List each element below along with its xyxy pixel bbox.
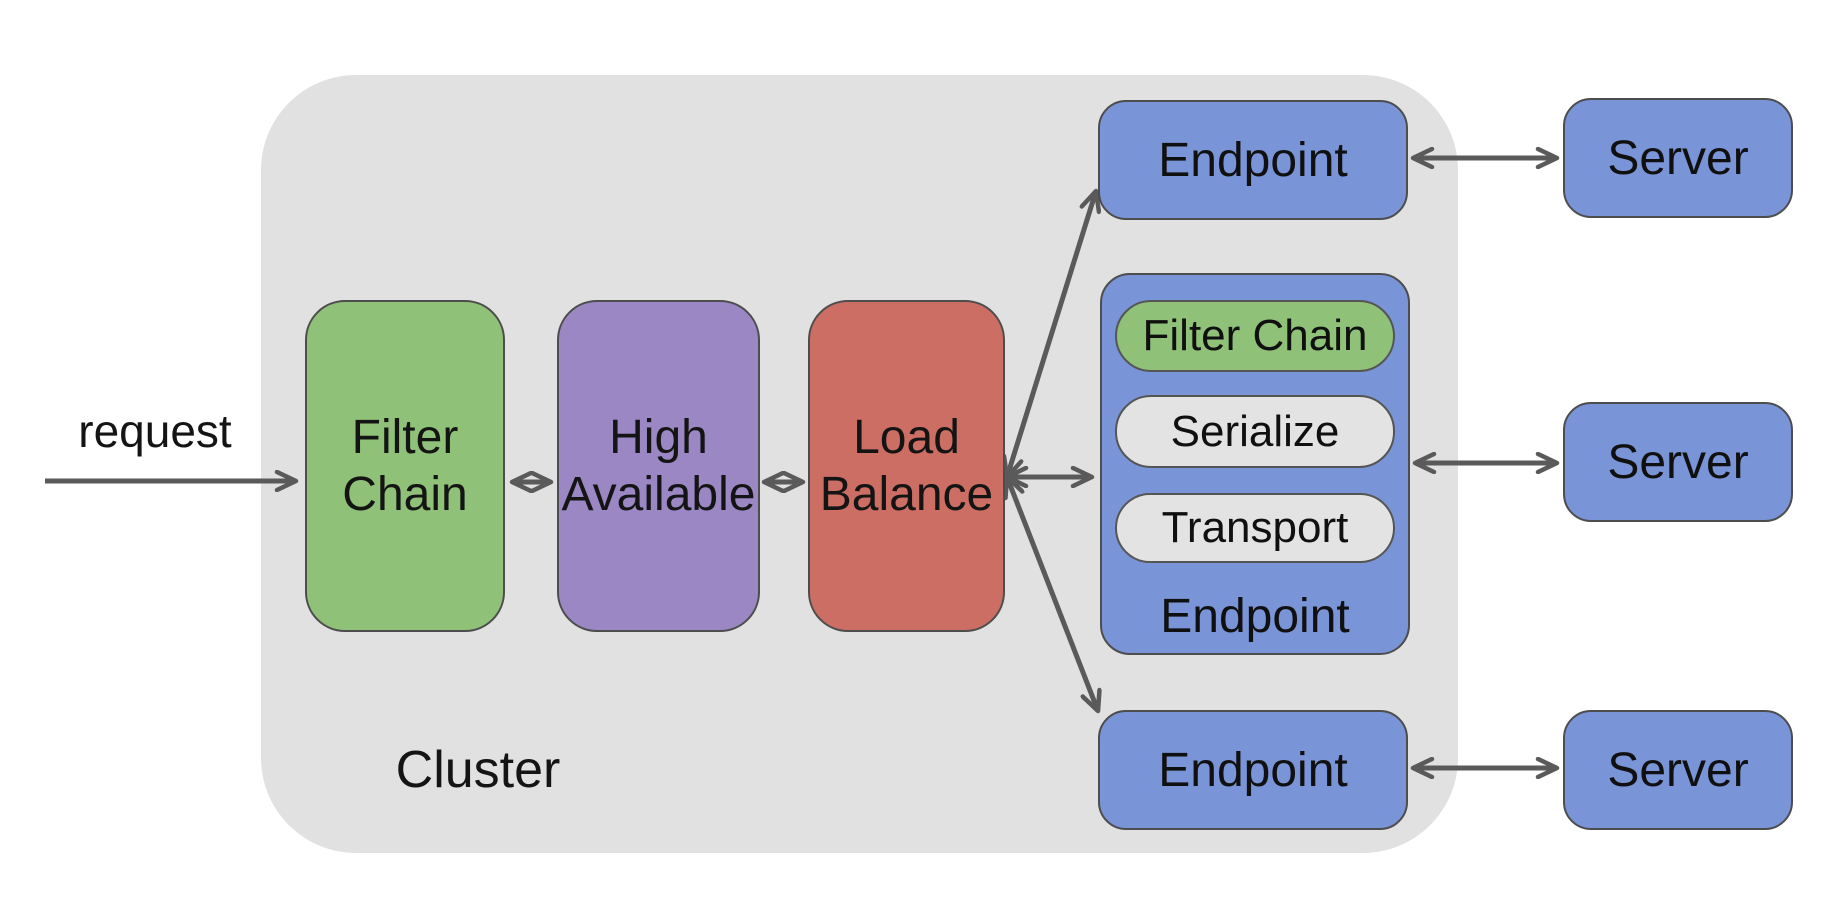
server-top: Server <box>1563 98 1793 218</box>
stage-high-available: High Available <box>557 300 760 632</box>
endpoint-middle-filter-chain-pill: Filter Chain <box>1115 300 1395 372</box>
endpoint-middle-transport-label: Transport <box>1161 503 1349 552</box>
stage-filter-chain-line2: Chain <box>342 468 468 521</box>
endpoint-bottom-label: Endpoint <box>1158 743 1348 797</box>
request-label: request <box>78 405 232 457</box>
endpoint-middle-serialize-pill: Serialize <box>1115 395 1395 468</box>
server-middle-label: Server <box>1607 435 1749 489</box>
endpoint-middle-label: Endpoint <box>1160 590 1350 643</box>
stage-filter-chain: Filter Chain <box>305 300 505 632</box>
endpoint-middle-transport-pill: Transport <box>1115 493 1395 563</box>
stage-filter-chain-line1: Filter <box>351 411 459 464</box>
endpoint-top: Endpoint <box>1098 100 1408 220</box>
endpoint-middle-filter-chain-label: Filter Chain <box>1142 311 1368 360</box>
stage-load-balance: Load Balance <box>808 300 1005 632</box>
server-bottom: Server <box>1563 710 1793 830</box>
stage-load-balance-line2: Balance <box>819 468 994 521</box>
server-middle: Server <box>1563 402 1793 522</box>
endpoint-middle: Filter Chain Serialize Transport Endpoin… <box>1100 273 1410 655</box>
endpoint-middle-serialize-label: Serialize <box>1170 406 1340 456</box>
stage-load-balance-line1: Load <box>853 411 960 464</box>
stage-high-available-line2: Available <box>561 468 756 521</box>
endpoint-top-label: Endpoint <box>1158 133 1348 187</box>
stage-high-available-line1: High <box>609 411 708 464</box>
cluster-label: Cluster <box>395 741 561 799</box>
endpoint-bottom: Endpoint <box>1098 710 1408 830</box>
server-top-label: Server <box>1607 131 1749 185</box>
server-bottom-label: Server <box>1607 743 1749 797</box>
